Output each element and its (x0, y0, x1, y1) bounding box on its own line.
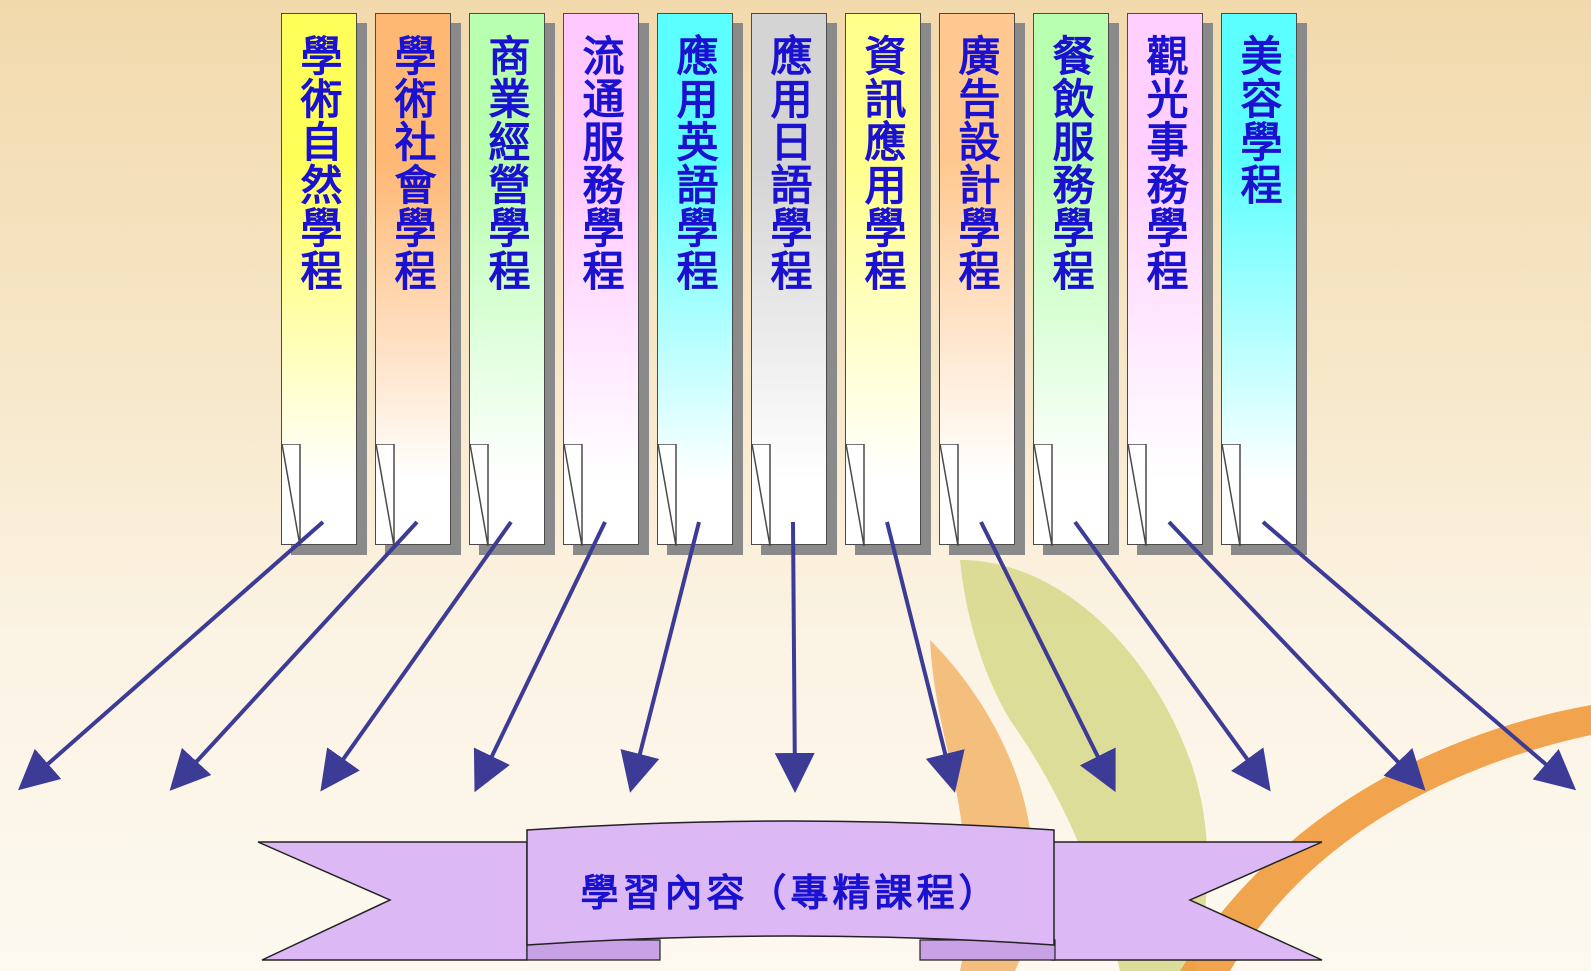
strip-fold (845, 444, 865, 546)
program-label: 流通服務學程 (576, 34, 625, 292)
program-strip: 應用日語學程 (751, 13, 827, 546)
program-strip: 學術自然學程 (281, 13, 357, 546)
program-label: 美容學程 (1234, 34, 1283, 206)
program-strip: 應用英語學程 (657, 13, 733, 546)
program-label: 學術社會學程 (388, 34, 437, 292)
strip-fold (563, 444, 583, 546)
program-label: 餐飲服務學程 (1046, 34, 1095, 292)
program-label: 應用日語學程 (764, 34, 813, 292)
arrow (1073, 520, 1271, 792)
banner-label: 學習內容（專精課程） (580, 869, 1001, 915)
program-label: 觀光事務學程 (1140, 34, 1189, 292)
strip-fold (281, 444, 301, 546)
arrow (1261, 520, 1577, 791)
strip-fold (939, 444, 959, 546)
program-strip: 廣告設計學程 (939, 13, 1015, 546)
arrow (320, 520, 513, 792)
arrow (774, 521, 815, 793)
arrow (17, 520, 325, 791)
strip-fold (1221, 444, 1241, 546)
strip-fold (751, 444, 771, 546)
arrow (620, 521, 701, 793)
arrow (169, 520, 419, 791)
program-strip: 流通服務學程 (563, 13, 639, 546)
program-label: 應用英語學程 (670, 34, 719, 292)
arrow (885, 521, 965, 793)
arrow (1167, 520, 1426, 791)
program-strip: 學術社會學程 (375, 13, 451, 546)
arrow (979, 521, 1116, 793)
program-strip: 商業經營學程 (469, 13, 545, 546)
program-strip: 資訊應用學程 (845, 13, 921, 546)
program-strip: 美容學程 (1221, 13, 1297, 546)
banner-left-tail (257, 841, 528, 961)
strip-fold (375, 444, 395, 546)
arrow (473, 521, 607, 793)
banner-center (526, 820, 1055, 946)
program-label: 商業經營學程 (482, 34, 531, 292)
program-strip: 餐飲服務學程 (1033, 13, 1109, 546)
strip-fold (469, 444, 489, 546)
program-label: 資訊應用學程 (858, 34, 907, 292)
program-label: 廣告設計學程 (952, 34, 1001, 292)
program-label: 學術自然學程 (294, 34, 343, 292)
strip-fold (1033, 444, 1053, 546)
strip-fold (1127, 444, 1147, 546)
banner-right-tail (1051, 841, 1323, 961)
program-strip: 觀光事務學程 (1127, 13, 1203, 546)
strip-fold (657, 444, 677, 546)
